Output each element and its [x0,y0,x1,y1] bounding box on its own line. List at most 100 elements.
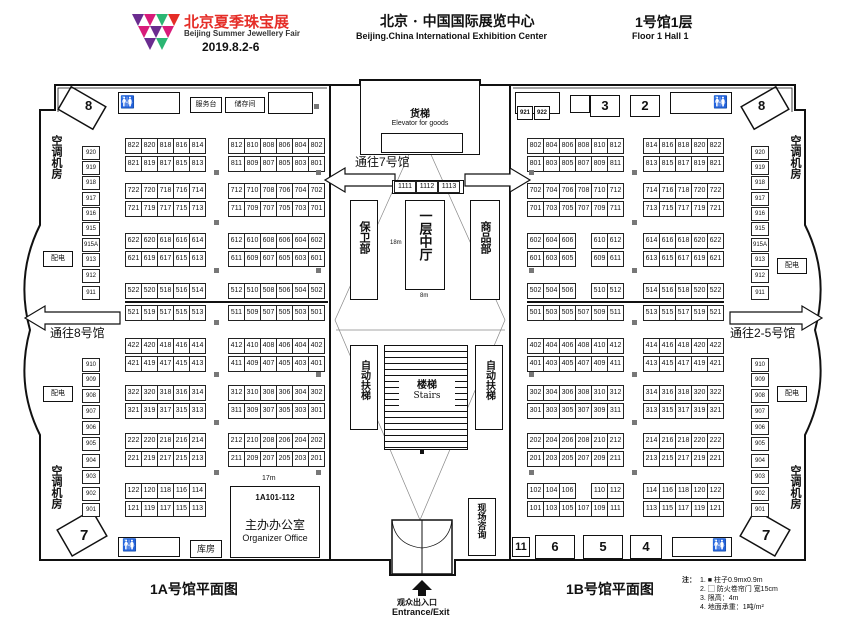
booth[interactable]: 307 [260,403,277,419]
booth[interactable]: 415 [659,356,676,372]
booth[interactable]: 511 [228,305,245,321]
booth[interactable]: 802 [527,138,544,154]
booth[interactable]: 719 [691,201,708,217]
booth[interactable]: 305 [559,403,576,419]
booth[interactable]: 409 [244,356,261,372]
booth[interactable]: 321 [707,403,724,419]
booth[interactable]: 813 [643,156,660,172]
booth[interactable]: 205 [559,451,576,467]
booth[interactable]: 508 [260,283,277,299]
booth[interactable]: 112 [607,483,624,499]
booth[interactable]: 104 [543,483,560,499]
booth[interactable]: 518 [157,283,174,299]
booth[interactable]: 403 [292,356,309,372]
booth[interactable]: 402 [527,338,544,354]
booth[interactable]: 215 [173,451,190,467]
booth[interactable]: 401 [308,356,325,372]
booth[interactable]: 819 [141,156,158,172]
booth[interactable]: 203 [292,451,309,467]
wall-booth[interactable]: 920 [751,146,769,160]
booth[interactable]: 312 [607,385,624,401]
booth[interactable]: 206 [276,433,293,449]
booth[interactable]: 317 [675,403,692,419]
booth[interactable]: 115 [659,501,676,517]
booth[interactable]: 812 [228,138,245,154]
booth[interactable]: 619 [691,251,708,267]
booth[interactable]: 518 [675,283,692,299]
wall-booth[interactable]: 908 [751,389,769,403]
booth[interactable]: 818 [675,138,692,154]
booth[interactable]: 815 [173,156,190,172]
booth[interactable]: 208 [260,433,277,449]
booth[interactable]: 821 [125,156,142,172]
booth[interactable]: 116 [659,483,676,499]
booth[interactable]: 806 [559,138,576,154]
booth[interactable]: 206 [559,433,576,449]
booth[interactable]: 813 [189,156,206,172]
booth[interactable]: 618 [675,233,692,249]
booth[interactable]: 516 [173,283,190,299]
booth[interactable]: 712 [228,183,245,199]
booth[interactable]: 413 [643,356,660,372]
booth[interactable]: 817 [675,156,692,172]
wall-booth[interactable]: 915 [82,222,100,236]
booth[interactable]: 606 [559,233,576,249]
booth[interactable]: 721 [125,201,142,217]
booth[interactable]: 401 [527,356,544,372]
booth[interactable]: 407 [260,356,277,372]
booth[interactable]: 503 [543,305,560,321]
booth[interactable]: 610 [591,233,608,249]
wall-booth[interactable]: 918 [751,176,769,190]
booth[interactable]: 505 [276,305,293,321]
booth[interactable]: 501 [527,305,544,321]
booth[interactable]: 117 [675,501,692,517]
booth[interactable]: 318 [675,385,692,401]
booth[interactable]: 514 [189,283,206,299]
booth[interactable]: 406 [559,338,576,354]
booth[interactable]: 620 [691,233,708,249]
booth[interactable]: 211 [228,451,245,467]
booth[interactable]: 704 [543,183,560,199]
booth[interactable]: 606 [276,233,293,249]
booth[interactable]: 404 [543,338,560,354]
booth[interactable]: 416 [659,338,676,354]
wall-booth[interactable]: 913 [82,253,100,267]
booth[interactable]: 201 [308,451,325,467]
booth[interactable]: 121 [125,501,142,517]
booth[interactable]: 109 [591,501,608,517]
booth[interactable]: 515 [173,305,190,321]
booth[interactable]: 509 [591,305,608,321]
booth[interactable]: 212 [228,433,245,449]
booth[interactable]: 221 [125,451,142,467]
booth[interactable]: 120 [691,483,708,499]
booth[interactable]: 308 [260,385,277,401]
booth[interactable]: 209 [244,451,261,467]
wall-booth[interactable]: 917 [82,192,100,206]
booth[interactable]: 809 [244,156,261,172]
booth[interactable]: 605 [559,251,576,267]
booth[interactable]: 618 [157,233,174,249]
booth[interactable]: 611 [607,251,624,267]
booth[interactable]: 521 [125,305,142,321]
booth[interactable]: 309 [591,403,608,419]
booth[interactable]: 211 [607,451,624,467]
wall-booth[interactable]: 913 [751,253,769,267]
booth[interactable]: 313 [643,403,660,419]
booth[interactable]: 506 [559,283,576,299]
booth[interactable]: 302 [527,385,544,401]
booth[interactable]: 507 [575,305,592,321]
booth[interactable]: 807 [260,156,277,172]
booth[interactable]: 415 [173,356,190,372]
booth[interactable]: 417 [157,356,174,372]
booth[interactable]: 715 [659,201,676,217]
booth[interactable]: 522 [707,283,724,299]
booth[interactable]: 522 [125,283,142,299]
booth[interactable]: 710 [244,183,261,199]
booth[interactable]: 320 [141,385,158,401]
booth[interactable]: 613 [643,251,660,267]
booth[interactable]: 311 [228,403,245,419]
booth[interactable]: 505 [559,305,576,321]
booth[interactable]: 305 [276,403,293,419]
booth[interactable]: 712 [607,183,624,199]
booth[interactable]: 603 [543,251,560,267]
